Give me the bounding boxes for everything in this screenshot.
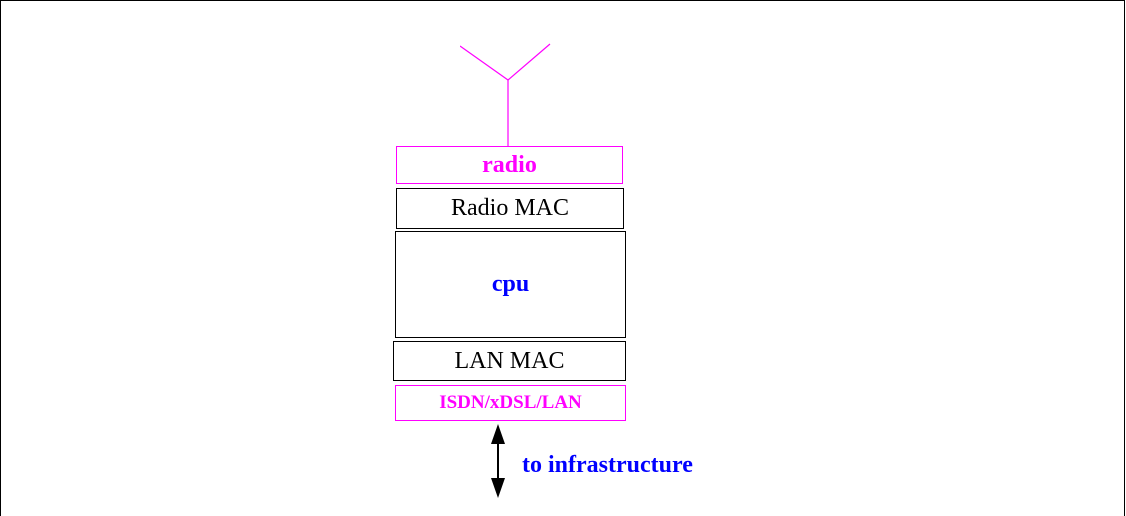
radio-block: radio <box>396 146 623 184</box>
lan-mac-block: LAN MAC <box>393 341 626 381</box>
antenna-icon <box>460 43 551 146</box>
lan-mac-label: LAN MAC <box>454 347 565 374</box>
isdn-block: ISDN/xDSL/LAN <box>395 385 626 421</box>
double-arrow-icon <box>491 424 505 498</box>
radio-mac-block: Radio MAC <box>396 188 624 229</box>
cpu-block: cpu <box>395 231 626 338</box>
cpu-label: cpu <box>491 271 530 297</box>
radio-label: radio <box>482 151 537 178</box>
radio-mac-label: Radio MAC <box>450 195 569 221</box>
infrastructure-label: to infrastructure <box>522 452 693 478</box>
isdn-label: ISDN/xDSL/LAN <box>439 392 582 413</box>
